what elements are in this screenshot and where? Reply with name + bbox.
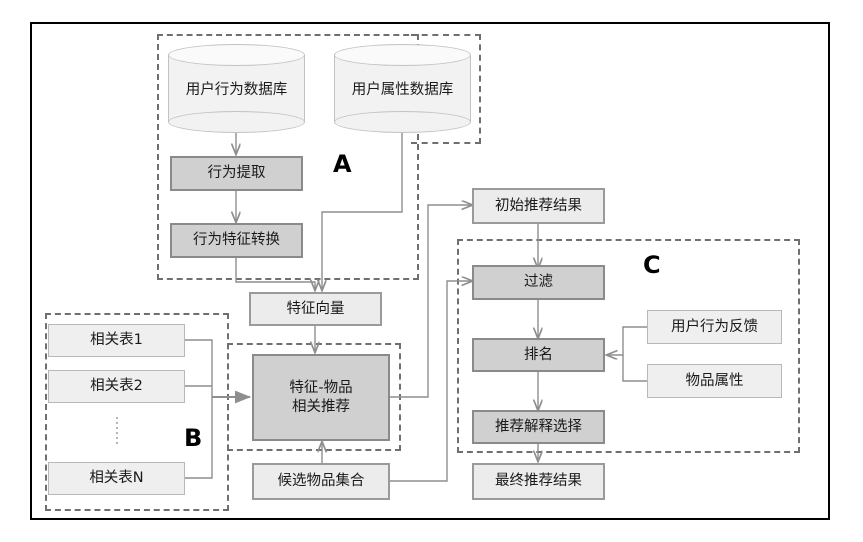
node-item-attribute[interactable]: 物品属性 (647, 364, 782, 398)
db-user-behavior[interactable]: 用户行为数据库 (168, 44, 305, 133)
group-label-c: C (643, 251, 661, 279)
node-behavior-extract[interactable]: 行为提取 (170, 156, 303, 191)
node-final-rec-result[interactable]: 最终推荐结果 (472, 463, 605, 500)
node-ranking[interactable]: 排名 (472, 338, 605, 372)
db-user-behavior-label: 用户行为数据库 (185, 82, 288, 98)
cylinder-top (168, 44, 305, 66)
node-feature-item-recommendation-line1: 特征-物品 (289, 380, 353, 397)
cylinder-bottom (168, 111, 305, 133)
node-user-behavior-feedback[interactable]: 用户行为反馈 (647, 310, 782, 344)
node-feature-vector[interactable]: 特征向量 (249, 292, 382, 326)
node-filter[interactable]: 过滤 (472, 265, 605, 300)
node-initial-rec-result[interactable]: 初始推荐结果 (472, 188, 605, 224)
db-user-attribute-label: 用户属性数据库 (351, 82, 454, 98)
group-a-dashed-region-extension (411, 34, 481, 144)
node-feature-item-recommendation[interactable]: 特征-物品 相关推荐 (252, 354, 390, 441)
db-user-attribute[interactable]: 用户属性数据库 (334, 44, 471, 133)
cylinder-top (334, 44, 471, 66)
node-rec-explanation-select[interactable]: 推荐解释选择 (472, 410, 605, 444)
cylinder-bottom (334, 111, 471, 133)
node-candidate-item-set[interactable]: 候选物品集合 (252, 463, 390, 500)
node-relation-table-1[interactable]: 相关表1 (48, 324, 185, 357)
node-behavior-feature-transform[interactable]: 行为特征转换 (170, 223, 303, 258)
group-label-a: A (333, 150, 352, 178)
node-relation-table-n[interactable]: 相关表N (48, 462, 185, 495)
node-relation-table-2[interactable]: 相关表2 (48, 370, 185, 403)
group-label-b: B (184, 424, 203, 452)
relation-table-ellipsis-icon (116, 414, 118, 447)
node-feature-item-recommendation-line2: 相关推荐 (292, 398, 350, 415)
